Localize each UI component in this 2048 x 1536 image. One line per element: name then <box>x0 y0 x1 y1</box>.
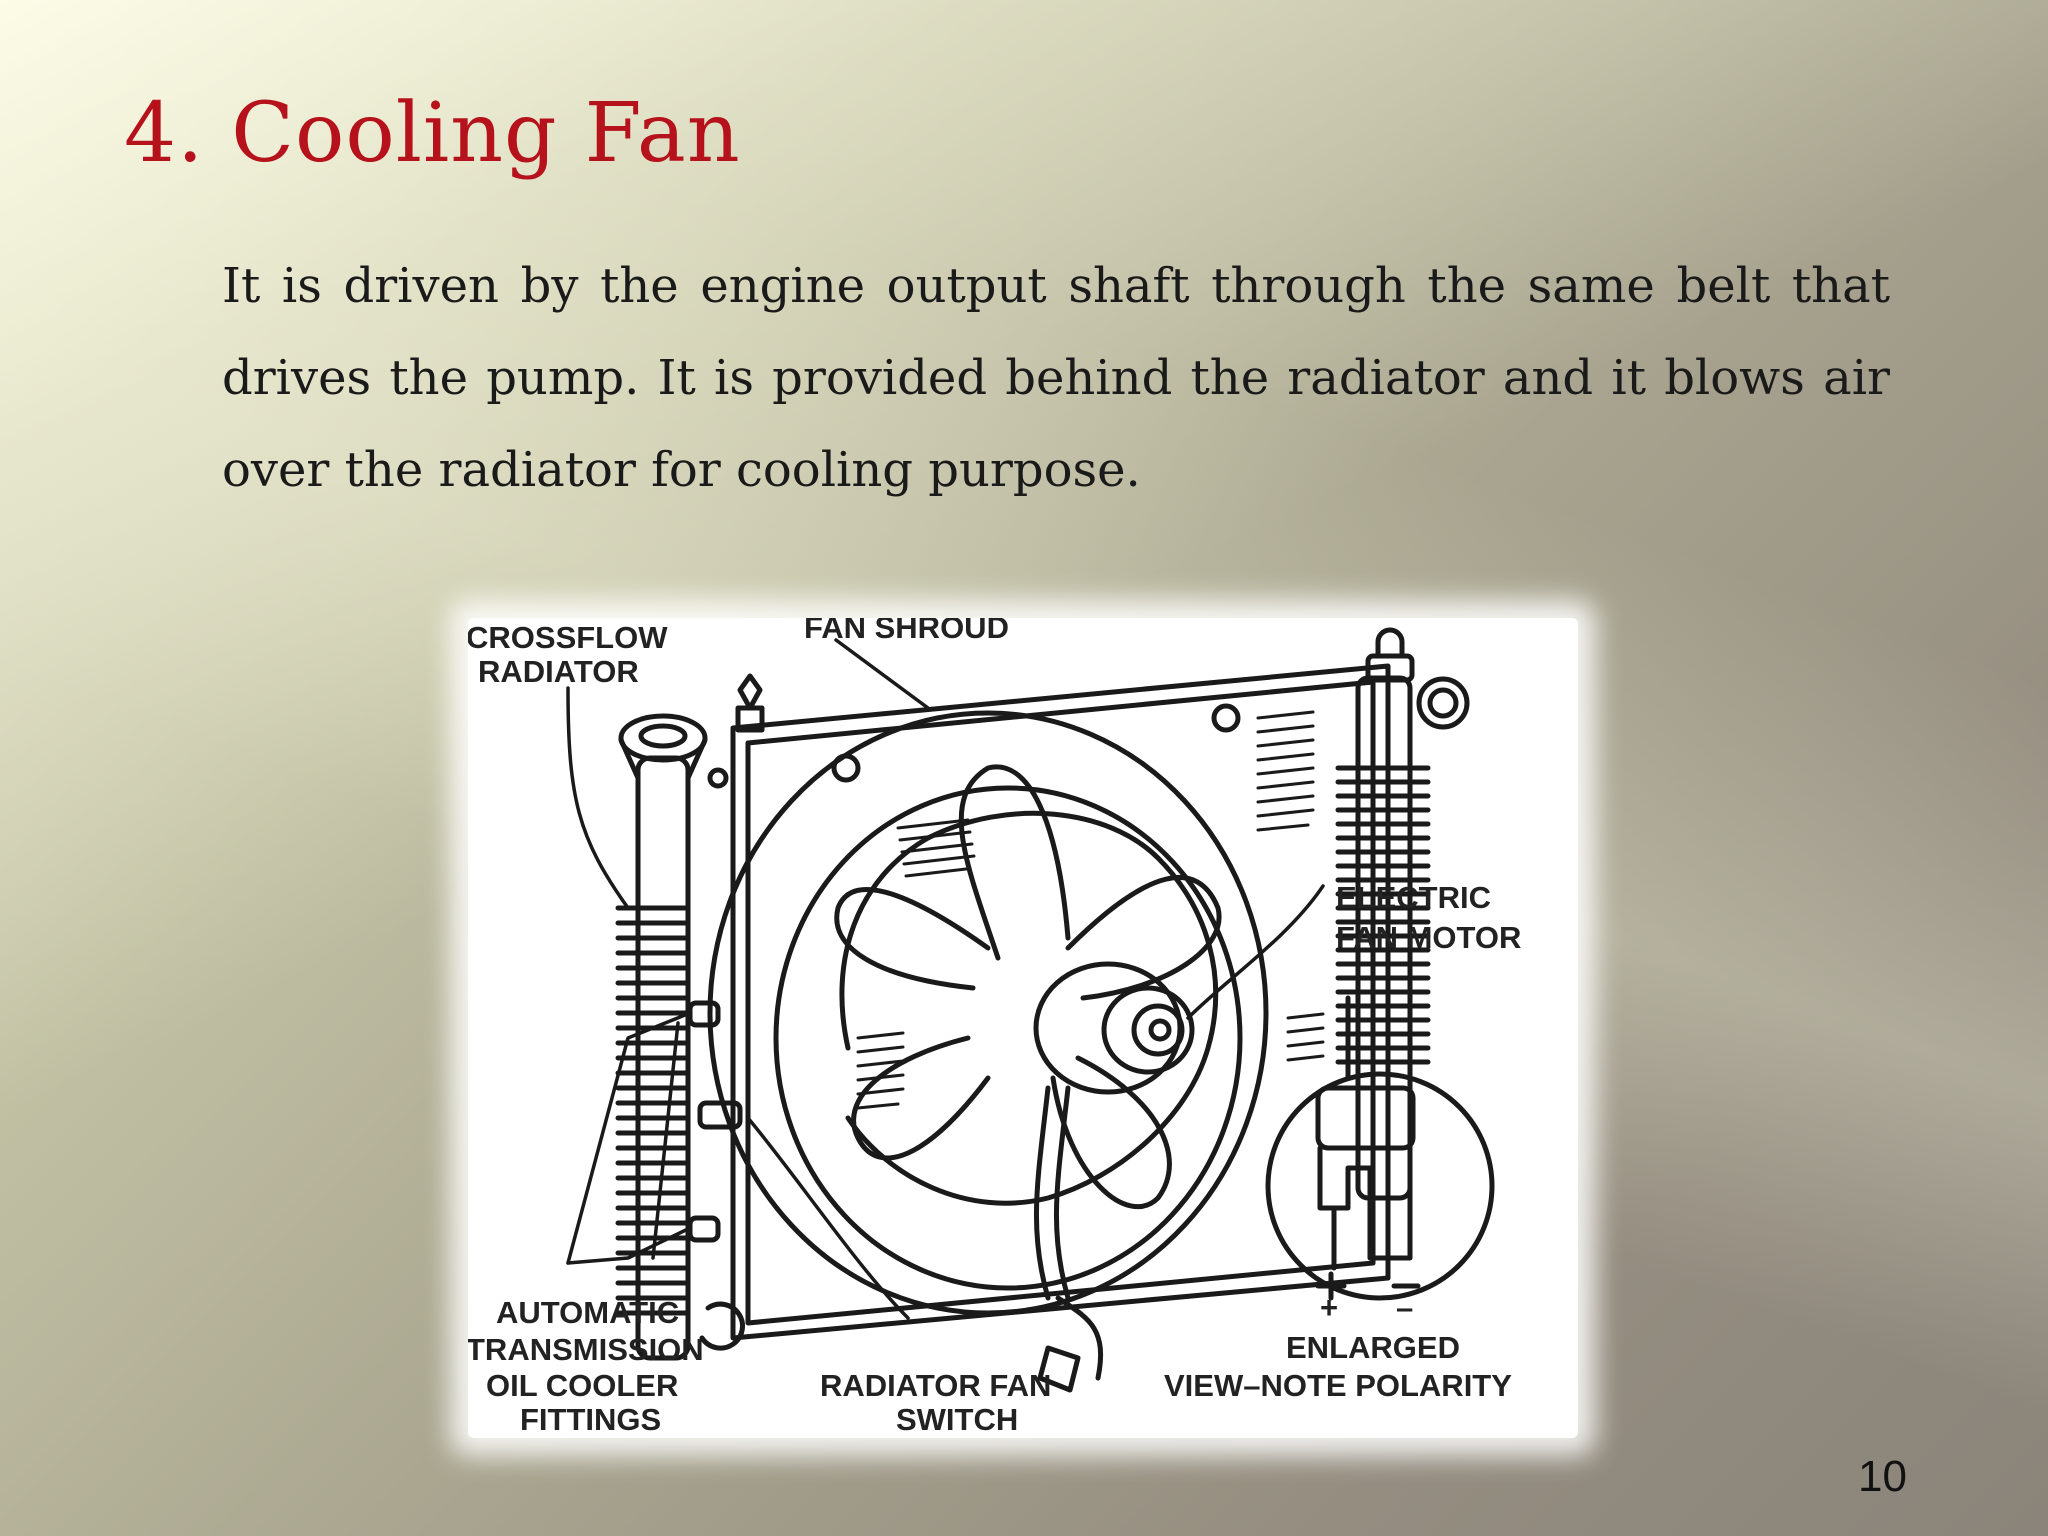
left-radiator-tank <box>615 673 765 1361</box>
label-enlarged-line2: VIEW–NOTE POLARITY <box>1164 1368 1512 1403</box>
label-electric-fan-motor-line1: ELECTRIC <box>1336 880 1491 915</box>
label-fan-shroud: FAN SHROUD <box>804 618 1009 645</box>
label-radiator-fan-switch-line1: RADIATOR FAN <box>820 1368 1051 1403</box>
label-crossflow-radiator-line1: CROSSFLOW <box>468 620 668 655</box>
fan-motor-hub <box>1033 961 1195 1393</box>
label-enlarged-line1: ENLARGED <box>1286 1330 1460 1365</box>
enlarged-connector-view <box>1265 995 1495 1301</box>
label-oil-cooler-line1: AUTOMATIC <box>496 1295 679 1330</box>
radiator-fin-hatching <box>856 710 1325 1110</box>
leader-lines <box>566 638 1325 1320</box>
label-oil-cooler-line3: OIL COOLER <box>486 1368 678 1403</box>
slide-title: 4. Cooling Fan <box>124 86 741 181</box>
label-oil-cooler-line4: FITTINGS <box>520 1402 661 1437</box>
label-oil-cooler-line2: TRANSMISSION <box>468 1332 704 1367</box>
fan-shroud-frame <box>707 663 1391 1341</box>
label-radiator-fan-switch-line2: SWITCH <box>896 1402 1018 1437</box>
page-number: 10 <box>1858 1452 1907 1501</box>
label-electric-fan-motor-line2: FAN MOTOR <box>1336 920 1521 955</box>
cooling-fan-diagram: CROSSFLOW RADIATOR FAN SHROUD ELECTRIC F… <box>468 618 1578 1438</box>
radiator-fan-illustration: CROSSFLOW RADIATOR FAN SHROUD ELECTRIC F… <box>468 618 1521 1437</box>
label-crossflow-radiator-line2: RADIATOR <box>478 654 639 689</box>
label-polarity-plus: + <box>1320 1290 1338 1325</box>
slide-body-text: It is driven by the engine output shaft … <box>222 258 1890 498</box>
label-polarity-minus: – <box>1396 1290 1413 1325</box>
